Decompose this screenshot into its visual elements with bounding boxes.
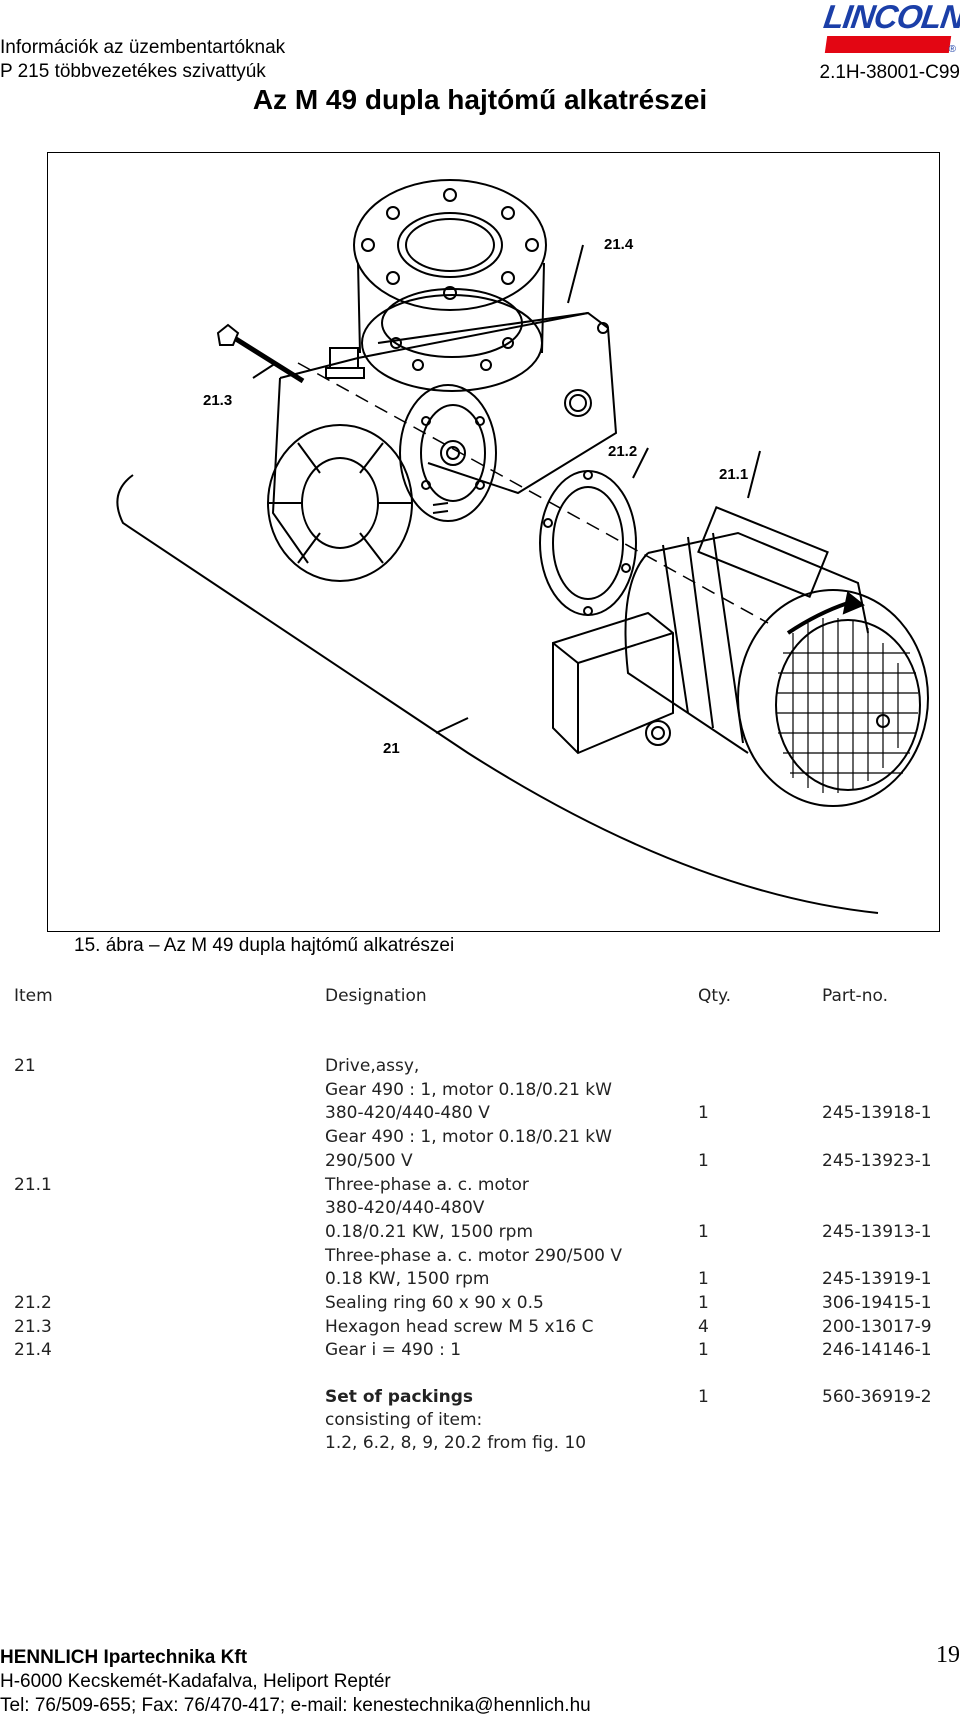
label-21-4: 21.4 — [604, 236, 634, 253]
label-21-2: 21.2 — [608, 443, 637, 460]
table-row-qty: 1 — [698, 1103, 709, 1123]
table-row-designation: 380-420/440-480 V — [325, 1103, 490, 1123]
page-number: 19 — [936, 1642, 960, 1668]
label-21: 21 — [383, 740, 400, 757]
table-row-designation: Gear i = 490 : 1 — [325, 1340, 462, 1360]
footer-company: HENNLICH Ipartechnika Kft — [0, 1647, 248, 1668]
table-row-part: 200-13017-9 — [822, 1317, 932, 1337]
table-row-designation: 0.18/0.21 KW, 1500 rpm — [325, 1222, 534, 1242]
col-header-qty: Qty. — [698, 986, 732, 1006]
top-flange-bore — [397, 212, 503, 278]
table-row-part: 245-13923-1 — [822, 1151, 932, 1171]
document-code: 2.1H-38001-C99 — [819, 62, 960, 83]
table-row-designation: Gear 490 : 1, motor 0.18/0.21 kW — [325, 1127, 612, 1147]
col-header-item: Item — [14, 986, 53, 1006]
header-line-1: Információk az üzembentartóknak — [0, 37, 286, 58]
motor-nameplate — [697, 505, 829, 599]
table-row-part: 245-13918-1 — [822, 1103, 932, 1123]
table-row-qty: 4 — [698, 1317, 709, 1337]
table-row-designation: Gear 490 : 1, motor 0.18/0.21 kW — [325, 1080, 612, 1100]
table-row-designation: 380-420/440-480V — [325, 1198, 485, 1218]
base-plate-outline — [116, 474, 879, 914]
table-row-designation: Drive,assy, — [325, 1056, 420, 1076]
table-row-item: 21.4 — [14, 1340, 52, 1360]
packings-line-3: 1.2, 6.2, 8, 9, 20.2 from fig. 10 — [325, 1433, 587, 1453]
table-row-item: 21.3 — [14, 1317, 52, 1337]
col-header-part-no: Part-no. — [822, 986, 888, 1006]
output-flange — [399, 384, 497, 522]
logo-registered-mark: ® — [948, 44, 956, 55]
sealing-ring — [539, 470, 637, 616]
logo-text: LINCOLN — [821, 0, 960, 35]
table-row-part: 246-14146-1 — [822, 1340, 932, 1360]
packings-line-2: consisting of item: — [325, 1410, 483, 1430]
lincoln-logo: LINCOLN ® — [821, 0, 960, 58]
table-row-designation: Hexagon head screw M 5 x16 C — [325, 1317, 594, 1337]
table-row-designation: Three-phase a. c. motor — [325, 1175, 529, 1195]
table-row-qty: 1 — [698, 1293, 709, 1313]
footer-contact: Tel: 76/509-655; Fax: 76/470-417; e-mail… — [0, 1695, 591, 1716]
label-21-1: 21.1 — [719, 466, 748, 483]
table-row-qty: 1 — [698, 1269, 709, 1289]
packings-part-no: 560-36919-2 — [822, 1387, 932, 1407]
table-row-item: 21 — [14, 1056, 36, 1076]
motor-top — [647, 531, 869, 634]
footer-address: H-6000 Kecskemét-Kadafalva, Heliport Rep… — [0, 1671, 391, 1692]
motor-fan-cover — [737, 589, 929, 807]
table-row-qty: 1 — [698, 1151, 709, 1171]
hexagon-screw-head — [216, 323, 240, 346]
top-flange — [353, 179, 547, 311]
table-row-qty: 1 — [698, 1222, 709, 1242]
rotation-arrow — [786, 601, 849, 635]
side-plug — [564, 389, 592, 417]
col-header-designation: Designation — [325, 986, 427, 1006]
label-21-3: 21.3 — [203, 392, 232, 409]
figure-caption: 15. ábra – Az M 49 dupla hajtómű alkatré… — [74, 935, 455, 956]
exploded-drawing-frame: 21.4 21.3 21.2 21.1 21 — [47, 152, 940, 932]
table-row-part: 306-19415-1 — [822, 1293, 932, 1313]
exploded-drawing: 21.4 21.3 21.2 21.1 21 — [116, 179, 929, 914]
terminal-box — [552, 611, 674, 755]
table-row-designation: 290/500 V — [325, 1151, 413, 1171]
table-row-designation: Three-phase a. c. motor 290/500 V — [325, 1246, 622, 1266]
table-row-part: 245-13919-1 — [822, 1269, 932, 1289]
header-info: Információk az üzembentartóknak P 215 tö… — [0, 36, 285, 84]
logo-red-bar — [824, 36, 952, 53]
packings-title: Set of packings — [325, 1387, 474, 1407]
header-line-2: P 215 többvezetékes szivattyúk — [0, 61, 266, 82]
table-row-item: 21.2 — [14, 1293, 52, 1313]
page-title: Az M 49 dupla hajtómű alkatrészei — [252, 84, 708, 115]
footer-info: HENNLICH Ipartechnika Kft H-6000 Kecskem… — [0, 1646, 591, 1718]
table-row-designation: 0.18 KW, 1500 rpm — [325, 1269, 490, 1289]
table-row-part: 245-13913-1 — [822, 1222, 932, 1242]
table-row-item: 21.1 — [14, 1175, 52, 1195]
table-row-designation: Sealing ring 60 x 90 x 0.5 — [325, 1293, 544, 1313]
table-row-qty: 1 — [698, 1340, 709, 1360]
packings-qty: 1 — [698, 1387, 709, 1407]
